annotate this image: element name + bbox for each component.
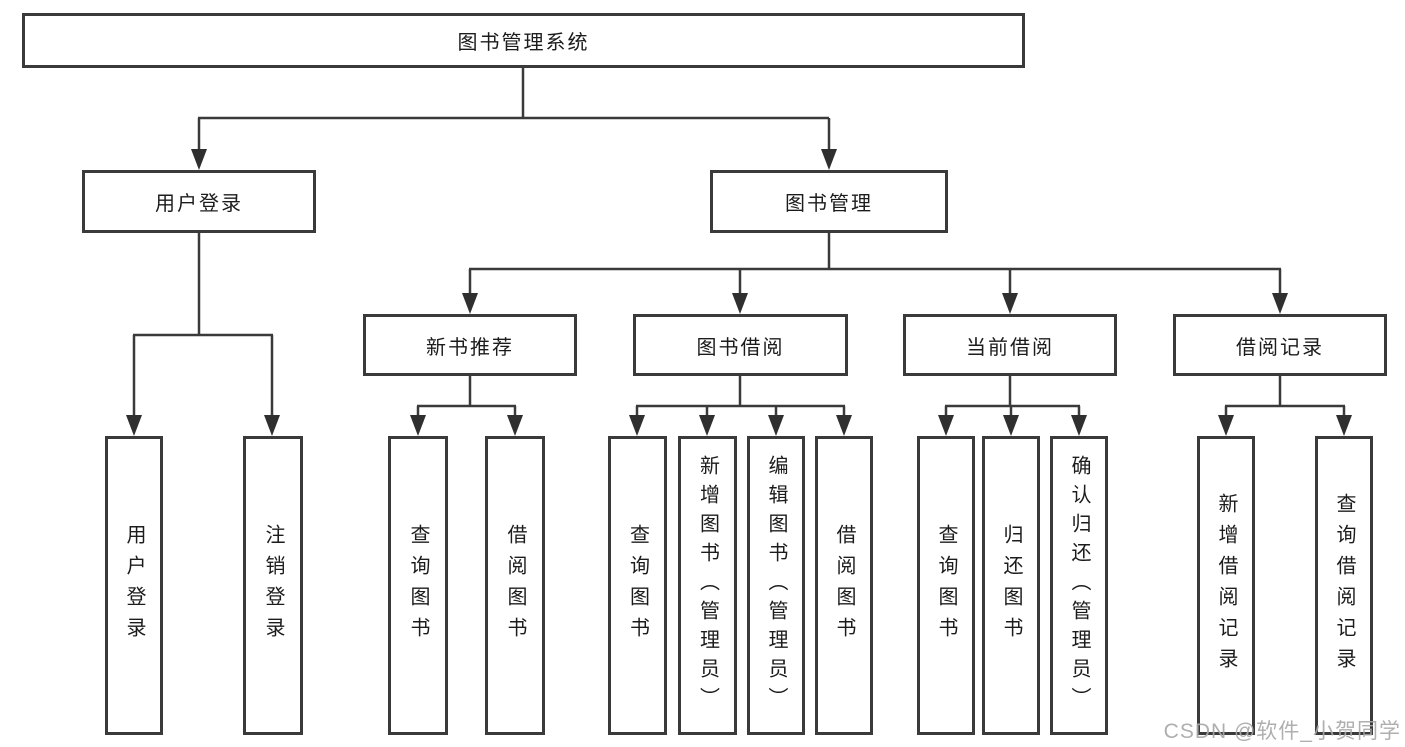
leaf-query-book-3: 查询图书 bbox=[917, 436, 975, 735]
arrowheads-new-book-children bbox=[410, 415, 523, 436]
arrowheads-user-login-children bbox=[126, 415, 280, 436]
connector-book-management-sections bbox=[468, 233, 1282, 296]
node-borrow-record: 借阅记录 bbox=[1173, 314, 1387, 376]
node-book-management: 图书管理 bbox=[710, 170, 948, 233]
leaf-query-book-1: 查询图书 bbox=[388, 436, 448, 735]
leaf-edit-book-admin: 编辑图书（管理员） bbox=[747, 436, 805, 735]
leaf-borrow-book-1: 借阅图书 bbox=[485, 436, 545, 735]
connector-book-borrow-children bbox=[635, 376, 846, 418]
csdn-watermark: CSDN @软件_小贺同学 bbox=[1163, 720, 1401, 743]
leaf-return-book: 归还图书 bbox=[982, 436, 1040, 735]
connector-new-book-children bbox=[416, 376, 517, 418]
leaf-query-borrow-record: 查询借阅记录 bbox=[1315, 436, 1373, 735]
node-root: 图书管理系统 bbox=[22, 13, 1025, 68]
leaf-add-book-admin: 新增图书（管理员） bbox=[678, 436, 737, 735]
leaf-add-borrow-record: 新增借阅记录 bbox=[1197, 436, 1255, 735]
leaf-confirm-return-admin: 确认归还（管理员） bbox=[1050, 436, 1108, 735]
arrowheads-level2 bbox=[191, 149, 837, 170]
leaf-logout: 注销登录 bbox=[243, 436, 303, 735]
connector-current-borrow-children bbox=[944, 376, 1081, 418]
node-new-book-recommend: 新书推荐 bbox=[363, 314, 577, 376]
arrowheads-level3 bbox=[462, 293, 1288, 314]
connector-borrow-record-children bbox=[1224, 376, 1346, 418]
node-book-borrow: 图书借阅 bbox=[633, 314, 848, 376]
leaf-user-login: 用户登录 bbox=[105, 436, 163, 735]
arrowheads-borrow-record-children bbox=[1218, 415, 1352, 436]
node-current-borrow: 当前借阅 bbox=[903, 314, 1117, 376]
connector-user-login-children bbox=[132, 233, 274, 418]
node-user-login: 用户登录 bbox=[82, 170, 316, 233]
arrowheads-book-borrow-children bbox=[629, 415, 852, 436]
arrowheads-current-borrow-children bbox=[938, 415, 1087, 436]
leaf-borrow-book-2: 借阅图书 bbox=[815, 436, 873, 735]
leaf-query-book-2: 查询图书 bbox=[608, 436, 667, 735]
connector-root-to-level2 bbox=[197, 68, 831, 152]
